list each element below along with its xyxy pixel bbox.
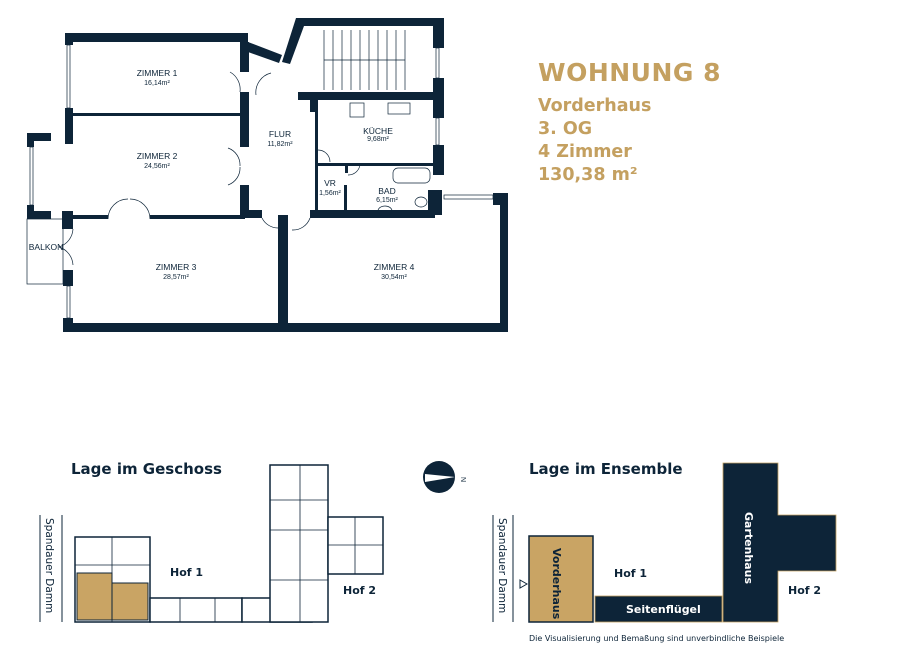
apartment-building: Vorderhaus — [538, 96, 652, 116]
building-label: Vorderhaus — [550, 548, 563, 620]
building-gartenhaus — [722, 462, 837, 623]
room-name: BALKON — [29, 242, 64, 252]
room-area: 9,68m² — [367, 136, 389, 143]
building-vorderhaus — [528, 535, 594, 623]
room-name: ZIMMER 2 — [137, 151, 178, 161]
compass-icon: N — [423, 461, 466, 493]
room-name: BAD — [378, 186, 395, 196]
courtyard-label: Hof 1 — [614, 567, 647, 580]
stove-icon — [349, 102, 365, 118]
room-area: 1,56m² — [319, 190, 341, 197]
courtyard-label: Hof 2 — [788, 584, 821, 597]
street-label: Spandauer Damm — [43, 518, 55, 613]
fixtures — [26, 30, 494, 319]
room-area: 28,57m² — [163, 274, 189, 281]
washbasin-icon — [377, 205, 393, 217]
room-name: KÜCHE — [363, 126, 393, 136]
highlighted-apartment — [76, 572, 149, 621]
courtyard-label: Hof 2 — [343, 584, 376, 597]
apartment-area: 130,38 m² — [538, 165, 638, 185]
room-name: ZIMMER 3 — [156, 262, 197, 272]
entrance-arrow-icon — [519, 579, 529, 589]
room-area: 16,14m² — [144, 80, 170, 87]
building-label: Gartenhaus — [742, 512, 755, 585]
bathtub-icon — [392, 167, 431, 184]
apartment-title: WOHNUNG 8 — [538, 58, 722, 87]
toilet-icon — [414, 196, 428, 208]
street-label: Spandauer Damm — [496, 518, 508, 613]
ensemble-location-map: Lage im Ensemble Spandauer Damm Vorderha… — [492, 460, 837, 643]
courtyard-label: Hof 1 — [170, 566, 203, 579]
ensemble-title: Lage im Ensemble — [529, 460, 683, 478]
room-name: ZIMMER 1 — [137, 68, 178, 78]
room-area: 6,15m² — [376, 197, 398, 204]
room-area: 11,82m² — [267, 141, 293, 148]
floor-location-title: Lage im Geschoss — [71, 460, 222, 478]
room-name: ZIMMER 4 — [374, 262, 415, 272]
room-name: FLUR — [269, 129, 291, 139]
building-seitenfluegel — [594, 595, 723, 623]
apartment-floor: 3. OG — [538, 119, 593, 139]
room-area: 30,54m² — [381, 274, 407, 281]
apartment-floor-plan — [27, 18, 508, 332]
room-area: 24,56m² — [144, 163, 170, 170]
apartment-info: WOHNUNG 8 Vorderhaus 3. OG 4 Zimmer 130,… — [538, 58, 721, 187]
sink-icon — [387, 102, 411, 115]
apartment-rooms: 4 Zimmer — [538, 142, 632, 162]
disclaimer: Die Visualisierung und Bemaßung sind unv… — [529, 634, 784, 643]
balcony-outline — [26, 218, 64, 285]
floor-location-map: Lage im Geschoss Spandauer Damm Hof 1 Ho… — [39, 460, 466, 623]
compass-north-label: N — [459, 477, 466, 482]
room-name: VR — [324, 178, 336, 188]
room-labels: ZIMMER 1 16,14m² ZIMMER 2 24,56m² ZIMMER… — [29, 68, 415, 281]
building-label: Seitenflügel — [626, 603, 701, 616]
